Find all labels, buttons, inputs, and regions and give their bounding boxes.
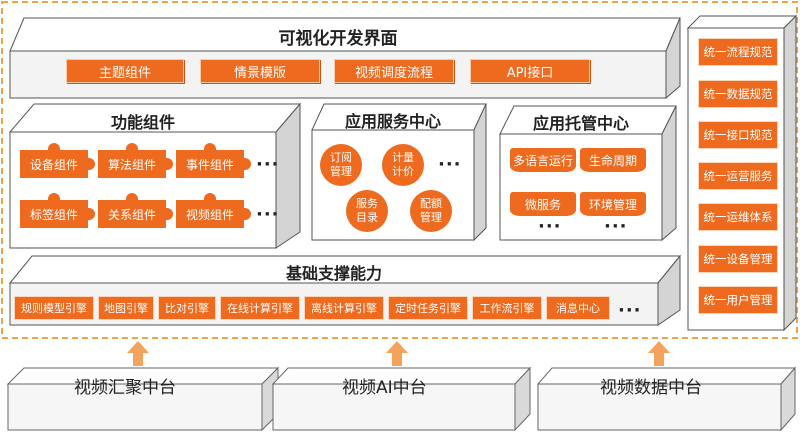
- multi-language-runtime[interactable]: 多语言运行: [510, 148, 576, 172]
- platform-box-2: [271, 366, 532, 432]
- unified-operation-service[interactable]: 统一运营服务: [698, 162, 778, 190]
- online-compute-engine[interactable]: 在线计算引擎: [220, 296, 300, 320]
- offline-compute-engine[interactable]: 离线计算引擎: [304, 296, 384, 320]
- relation-component[interactable]: 关系组件: [98, 193, 173, 228]
- algorithm-component[interactable]: 算法组件: [98, 143, 173, 178]
- message-center[interactable]: 消息中心: [546, 296, 610, 320]
- scheduled-task-engine[interactable]: 定时任务引擎: [388, 296, 468, 320]
- subscription-management[interactable]: 订阅 管理: [320, 144, 362, 186]
- unified-maintenance-system[interactable]: 统一运维体系: [698, 203, 778, 231]
- service-catalog[interactable]: 服务 目录: [346, 190, 388, 232]
- app-hosting-title: 应用托管中心: [532, 114, 629, 133]
- quota-management[interactable]: 配额 管理: [410, 190, 452, 232]
- device-component[interactable]: 设备组件: [20, 143, 95, 178]
- unified-user-management[interactable]: 统一用户管理: [698, 286, 778, 314]
- workflow-engine[interactable]: 工作流引擎: [472, 296, 542, 320]
- video-ai-platform: 视频AI中台: [342, 378, 427, 398]
- platform-box-3: [536, 366, 797, 432]
- video-aggregation-platform: 视频汇聚中台: [74, 378, 176, 398]
- map-engine[interactable]: 地图引擎: [98, 296, 154, 320]
- service-more: ···: [438, 154, 462, 175]
- lifecycle[interactable]: 生命周期: [580, 148, 646, 172]
- unified-interface-standard[interactable]: 统一接口规范: [698, 121, 778, 149]
- platform-frame: [1, 1, 798, 339]
- metering-billing[interactable]: 计量 计价: [382, 144, 424, 186]
- function-components-title: 功能组件: [110, 113, 175, 132]
- app-service-title: 应用服务中心: [344, 112, 441, 131]
- video-component[interactable]: 视频组件: [176, 193, 251, 228]
- theme-component-button[interactable]: 主题组件: [66, 59, 184, 83]
- foundation-more: ···: [618, 300, 642, 321]
- comparison-engine[interactable]: 比对引擎: [158, 296, 216, 320]
- scene-template-button[interactable]: 情景模版: [200, 59, 320, 83]
- microservice[interactable]: 微服务: [510, 192, 576, 216]
- platform-box-1: [6, 366, 280, 432]
- hosting-more-1: ···: [538, 216, 562, 237]
- environment-management[interactable]: 环境管理: [580, 192, 646, 216]
- api-interface-button[interactable]: API接口: [470, 59, 590, 83]
- function-more-row2: ···: [256, 204, 280, 225]
- video-data-platform: 视频数据中台: [600, 378, 702, 398]
- tag-component[interactable]: 标签组件: [20, 193, 95, 228]
- visual-dev-title: 可视化开发界面: [278, 29, 398, 49]
- foundation-title: 基础支撑能力: [285, 264, 382, 283]
- hosting-more-2: ···: [604, 216, 628, 237]
- function-more-row1: ···: [256, 154, 280, 175]
- rule-model-engine[interactable]: 规则模型引擎: [14, 296, 94, 320]
- unified-process-standard[interactable]: 统一流程规范: [698, 38, 778, 66]
- unified-data-standard[interactable]: 统一数据规范: [698, 80, 778, 108]
- event-component[interactable]: 事件组件: [176, 143, 251, 178]
- unified-device-management[interactable]: 统一设备管理: [698, 245, 778, 273]
- video-dispatch-flow-button[interactable]: 视频调度流程: [334, 59, 454, 83]
- up-arrows: [127, 341, 670, 366]
